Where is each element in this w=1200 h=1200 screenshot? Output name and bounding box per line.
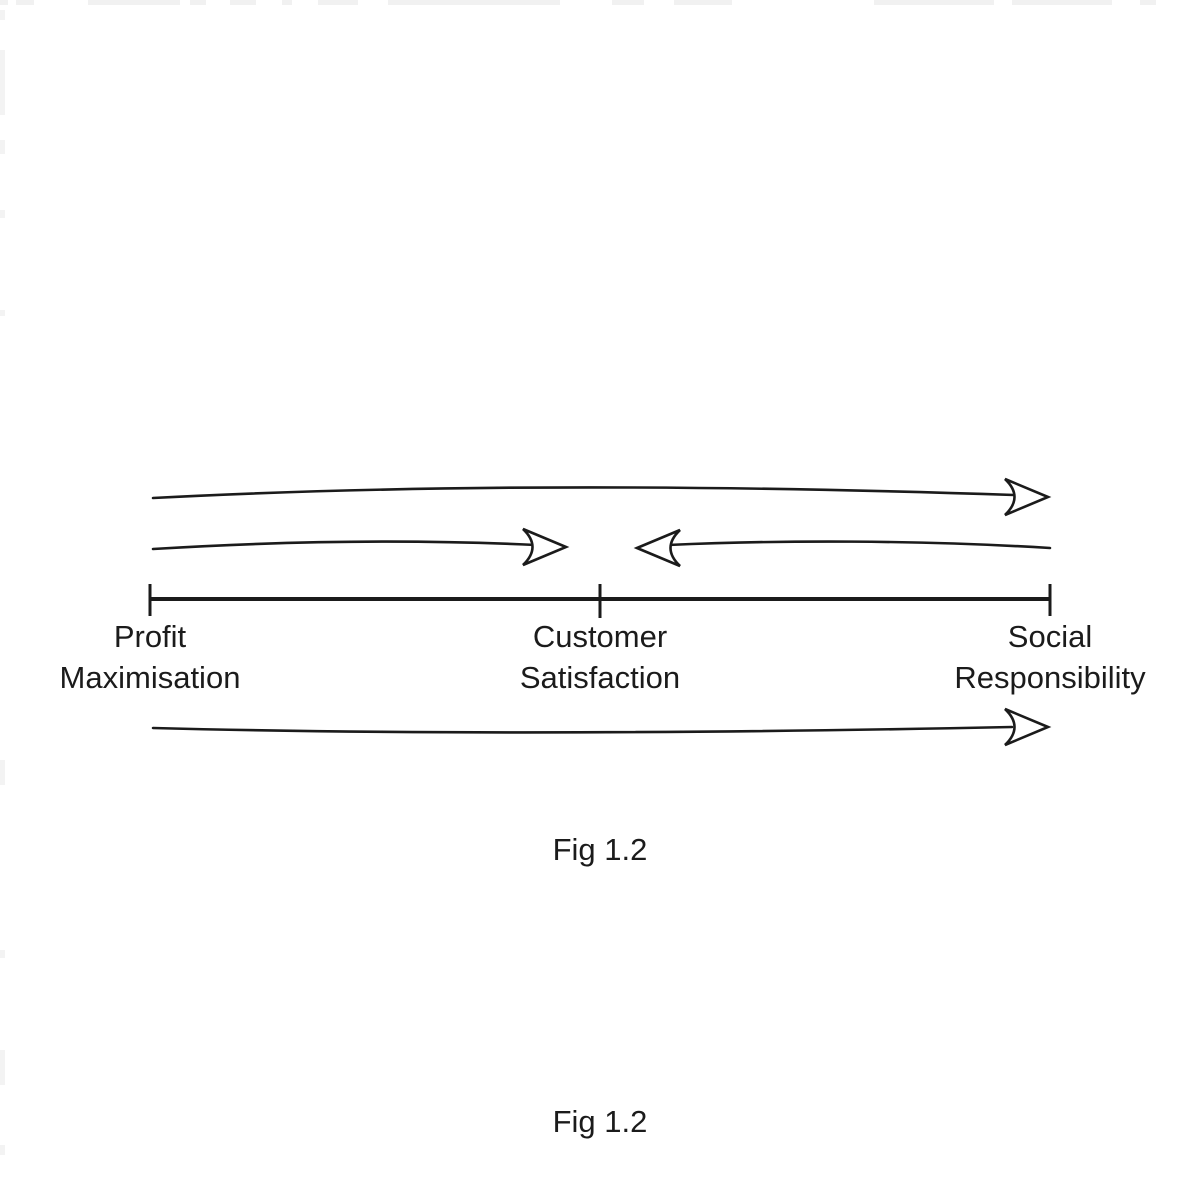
converging-left-arrow (151, 527, 568, 567)
scan-artifact (388, 0, 560, 5)
scan-artifact (0, 1050, 5, 1085)
right-arrowhead-icon (521, 527, 568, 567)
scan-artifact (230, 0, 256, 5)
scan-artifact (88, 0, 180, 5)
scale-label-line1: Social (1007, 619, 1093, 654)
bottom-forward-arrow (151, 707, 1050, 747)
scale-label-customer-satisfaction: Customer Satisfaction (450, 616, 750, 698)
scan-artifact (0, 310, 5, 316)
scan-artifact (318, 0, 358, 5)
scan-artifact (282, 0, 292, 5)
bottom-forward-arrow-line (151, 725, 1014, 734)
converging-left-arrow-line (151, 540, 538, 551)
scan-artifact (16, 0, 34, 5)
scale-label-line2: Maximisation (59, 660, 241, 695)
scale-label-line2: Responsibility (954, 660, 1146, 695)
scan-artifact (874, 0, 994, 5)
scan-artifact (1140, 0, 1156, 5)
scan-artifact (0, 950, 5, 958)
scan-artifact (0, 760, 5, 785)
scale-label-line1: Customer (532, 619, 668, 654)
scan-artifact (0, 1145, 5, 1155)
scan-artifact (0, 10, 5, 20)
scan-artifact (0, 140, 5, 154)
scan-artifact (0, 0, 8, 5)
top-forward-arrow-line (151, 486, 1016, 500)
scale-label-social-responsibility: Social Responsibility (900, 616, 1200, 698)
scan-artifact (1012, 0, 1112, 5)
scan-artifact (674, 0, 732, 5)
scan-artifact (0, 210, 5, 218)
scan-artifact (190, 0, 206, 5)
figure-caption-repeat: Fig 1.2 (552, 1104, 648, 1139)
scale-label-line1: Profit (113, 619, 187, 654)
continuum-axis (148, 584, 1052, 618)
top-forward-arrow (151, 477, 1050, 517)
scan-artifact (612, 0, 644, 5)
scale-label-profit-maximisation: Profit Maximisation (0, 616, 300, 698)
figure-caption: Fig 1.2 (552, 832, 648, 867)
converging-right-arrow (635, 528, 1052, 568)
scan-artifact (0, 50, 5, 115)
converging-right-arrow-line (666, 540, 1052, 550)
left-arrowhead-icon (635, 528, 682, 568)
right-arrowhead-icon (1003, 477, 1050, 517)
scale-label-line2: Satisfaction (519, 660, 681, 695)
